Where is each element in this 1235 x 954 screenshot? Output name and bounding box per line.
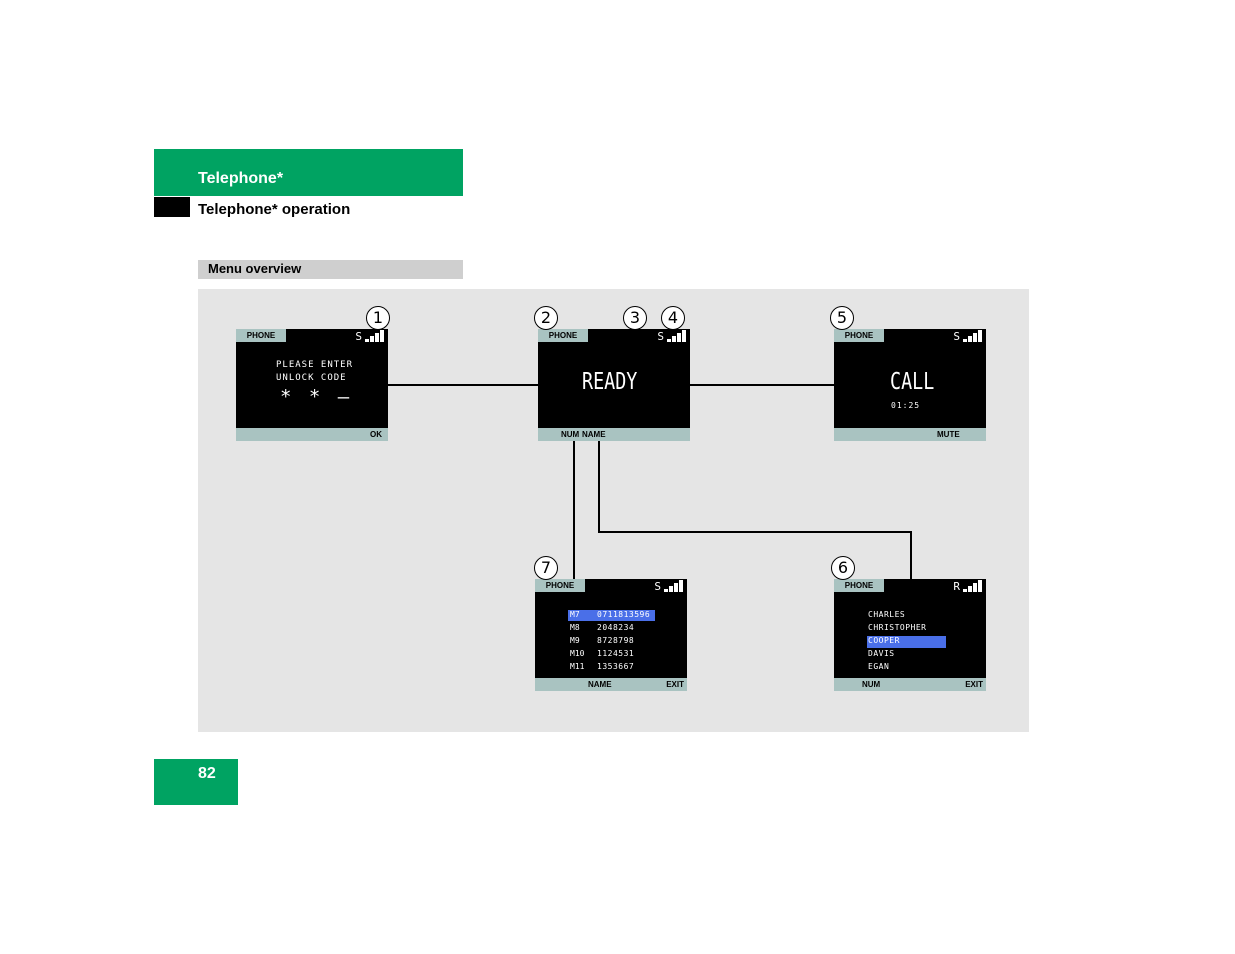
phone-tab: PHONE <box>834 329 884 342</box>
unlock-prompt-line1: PLEASE ENTER <box>276 360 354 370</box>
callout-2: 2 <box>534 306 558 330</box>
chapter-title: Telephone* <box>198 170 284 187</box>
softkey-mute[interactable]: MUTE <box>937 430 960 439</box>
ready-status: READY <box>582 369 638 395</box>
list-item[interactable]: DAVIS <box>868 649 895 658</box>
softkey-ok[interactable]: OK <box>370 430 382 439</box>
phone-tab: PHONE <box>834 579 884 592</box>
callout-4: 4 <box>661 306 685 330</box>
connector-name-vertical <box>598 440 600 532</box>
unlock-code-entry: * * – <box>280 386 353 408</box>
list-item[interactable]: 1353667 <box>597 662 635 671</box>
list-item[interactable]: M11 <box>570 662 585 671</box>
call-duration: 01:25 <box>891 401 921 410</box>
list-item[interactable]: M7 <box>570 610 580 619</box>
softkey-num[interactable]: NUM <box>862 680 881 689</box>
callout-6: 6 <box>831 556 855 580</box>
connector-unlock-ready <box>388 384 538 386</box>
signal-strength-icon: S <box>654 580 683 592</box>
phone-tab: PHONE <box>538 329 588 342</box>
screen-number-list: PHONE S M7 0711813596 M8 2048234 M9 8728… <box>535 579 687 691</box>
callout-1: 1 <box>366 306 390 330</box>
list-item[interactable]: M10 <box>570 649 585 658</box>
signal-strength-icon: R <box>953 580 982 592</box>
screen-ready: PHONE S READY NUM NAME <box>538 329 690 441</box>
connector-name-down <box>910 531 912 580</box>
list-row-highlight <box>568 610 655 621</box>
softkey-bar <box>538 428 690 441</box>
softkey-exit[interactable]: EXIT <box>666 680 684 689</box>
list-item[interactable]: 8728798 <box>597 636 635 645</box>
list-item[interactable]: M8 <box>570 623 580 632</box>
signal-strength-icon: S <box>657 330 686 342</box>
softkey-bar <box>236 428 388 441</box>
list-item[interactable]: COOPER <box>868 636 900 645</box>
list-item[interactable]: EGAN <box>868 662 890 671</box>
screen-name-list: PHONE R CHARLES CHRISTOPHER COOPER DAVIS… <box>834 579 986 691</box>
phone-tab: PHONE <box>236 329 286 342</box>
list-item[interactable]: 1124531 <box>597 649 635 658</box>
call-status: CALL <box>890 369 935 395</box>
page-number-box <box>154 759 238 805</box>
list-item[interactable]: 2048234 <box>597 623 635 632</box>
header-marker <box>154 197 190 217</box>
softkey-name[interactable]: NAME <box>588 680 612 689</box>
softkey-exit[interactable]: EXIT <box>965 680 983 689</box>
callout-7: 7 <box>534 556 558 580</box>
list-item[interactable]: 0711813596 <box>597 610 651 619</box>
softkey-name[interactable]: NAME <box>582 430 606 439</box>
unlock-prompt-line2: UNLOCK CODE <box>276 373 347 383</box>
phone-tab: PHONE <box>535 579 585 592</box>
header-band <box>154 149 463 196</box>
list-item[interactable]: CHRISTOPHER <box>868 623 927 632</box>
section-title: Telephone* operation <box>198 201 351 218</box>
signal-strength-icon: S <box>953 330 982 342</box>
softkey-bar <box>834 678 986 691</box>
list-row-highlight <box>867 636 946 648</box>
callout-3: 3 <box>623 306 647 330</box>
signal-strength-icon: S <box>355 330 384 342</box>
connector-name-horizontal <box>598 531 912 533</box>
list-item[interactable]: M9 <box>570 636 580 645</box>
callout-5: 5 <box>830 306 854 330</box>
screen-unlock: PHONE S PLEASE ENTER UNLOCK CODE * * – O… <box>236 329 388 441</box>
softkey-bar <box>834 428 986 441</box>
page-number: 82 <box>198 765 216 782</box>
connector-ready-call <box>687 384 835 386</box>
softkey-num[interactable]: NUM <box>561 430 580 439</box>
connector-num-vertical <box>573 440 575 580</box>
softkey-bar <box>535 678 687 691</box>
list-item[interactable]: CHARLES <box>868 610 906 619</box>
menu-overview-bar <box>198 260 463 279</box>
screen-call: PHONE S CALL 01:25 MUTE <box>834 329 986 441</box>
menu-overview-label: Menu overview <box>208 261 302 276</box>
